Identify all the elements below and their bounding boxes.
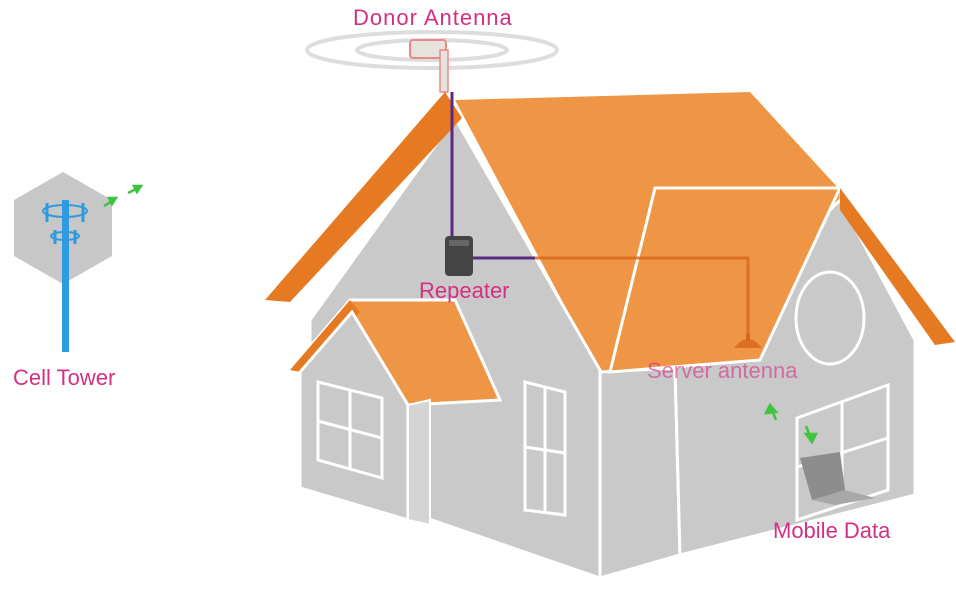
server-antenna-icon [734,334,762,348]
server-antenna-label: Server antenna [647,358,798,383]
house-illustration [265,92,955,581]
repeater-icon [445,236,473,276]
mobile-data-label: Mobile Data [773,518,891,543]
cable-line [450,92,750,335]
cell-tower-label: Cell Tower [13,365,116,390]
donor-antenna-label: Donor Antenna [353,5,513,30]
laptop-icon [800,452,875,505]
repeater-label: Repeater [419,278,510,303]
cell-tower-icon [14,172,112,352]
signal-arrow-icon [763,402,819,445]
signal-arrow-icon [103,184,144,208]
donor-antenna-icon [305,30,559,93]
